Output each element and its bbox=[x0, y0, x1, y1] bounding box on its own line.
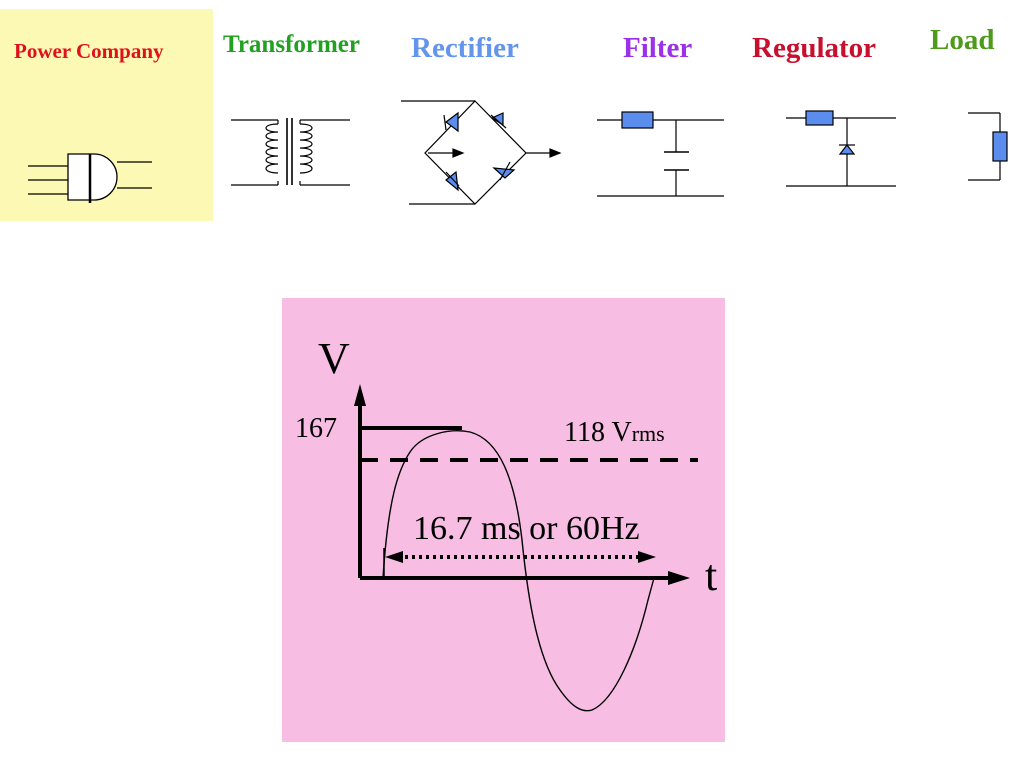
regulator-icon bbox=[786, 110, 896, 187]
waveform-panel bbox=[282, 298, 725, 742]
v-axis-label: V bbox=[318, 334, 350, 383]
rms-voltage-label: 118 Vrms bbox=[564, 417, 665, 449]
rms-voltage-main: 118 V bbox=[564, 417, 632, 448]
power-company-label: Power Company bbox=[14, 39, 164, 63]
rms-subscript: rms bbox=[631, 421, 665, 446]
bridge-rectifier-icon bbox=[401, 100, 562, 205]
regulator-label: Regulator bbox=[752, 32, 877, 64]
circuit-stages-diagram bbox=[28, 100, 1008, 205]
sine-wave-curve bbox=[382, 430, 655, 712]
rectifier-label: Rectifier bbox=[411, 32, 519, 64]
load-label: Load bbox=[930, 24, 995, 56]
transformer-icon bbox=[231, 118, 350, 186]
t-axis-arrowhead bbox=[668, 571, 690, 585]
period-right-arrowhead bbox=[638, 551, 656, 563]
period-left-arrowhead bbox=[385, 551, 403, 563]
transformer-label: Transformer bbox=[223, 31, 360, 58]
load-resistor-icon bbox=[968, 112, 1008, 181]
filter-label: Filter bbox=[623, 32, 693, 64]
filter-icon bbox=[597, 111, 724, 197]
t-axis-label: t bbox=[705, 551, 718, 600]
power-plug-icon bbox=[28, 153, 152, 203]
v-axis-arrowhead bbox=[354, 384, 366, 406]
peak-voltage-label: 167 bbox=[295, 413, 337, 444]
period-label: 16.7 ms or 60Hz bbox=[413, 510, 640, 547]
